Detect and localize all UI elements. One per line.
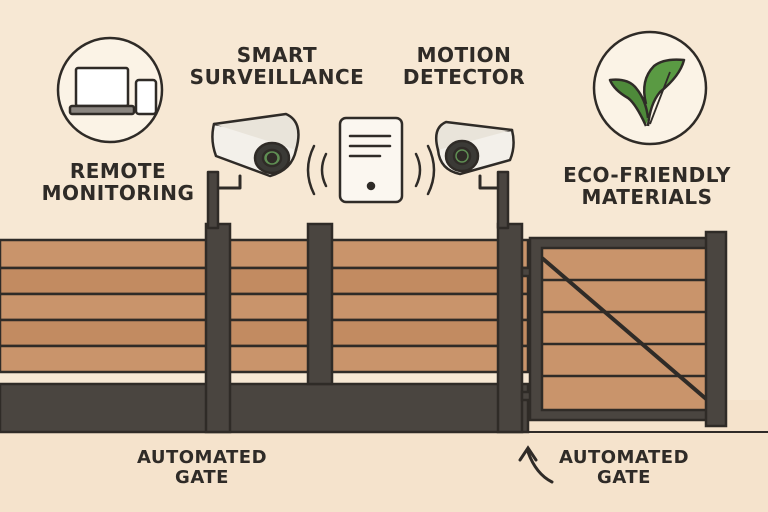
- label-remote-monitoring: REMOTE MONITORING: [42, 160, 195, 204]
- label-motion-detector: MOTION DETECTOR: [403, 44, 525, 88]
- label-eco-friendly: ECO-FRIENDLY MATERIALS: [563, 164, 731, 208]
- curved-arrow-icon: [518, 445, 554, 484]
- label-line: GATE: [597, 466, 651, 488]
- label-smart-surveillance: SMART SURVEILLANCE: [190, 44, 365, 88]
- label-line: REMOTE: [69, 159, 167, 183]
- label-line: AUTOMATED: [558, 447, 690, 468]
- label-line: AUTOMATED: [136, 447, 268, 468]
- label-line: MOTION: [416, 43, 512, 67]
- motion-detector-icon: [306, 116, 436, 204]
- security-camera-icon: [435, 120, 515, 230]
- label-automated-gate-left: AUTOMATED GATE: [137, 448, 267, 488]
- fence: [0, 222, 530, 434]
- label-line: MONITORING: [41, 181, 195, 205]
- fence-base: [0, 382, 530, 434]
- laptop-phone-icon: [56, 36, 164, 144]
- label-line: MATERIALS: [581, 185, 713, 209]
- leaf-icon: [592, 30, 708, 146]
- fence-post: [306, 222, 334, 386]
- fence-boards: [0, 238, 530, 374]
- label-line: DETECTOR: [402, 65, 526, 89]
- gate: [520, 230, 728, 428]
- security-camera-icon: [206, 112, 300, 230]
- fence-post: [496, 222, 524, 434]
- label-line: SMART: [236, 43, 318, 67]
- fence-post: [204, 222, 232, 434]
- label-line: ECO-FRIENDLY: [563, 163, 731, 187]
- label-line: GATE: [175, 466, 229, 488]
- label-line: SURVEILLANCE: [189, 65, 365, 89]
- label-automated-gate-right: AUTOMATED GATE: [559, 448, 689, 488]
